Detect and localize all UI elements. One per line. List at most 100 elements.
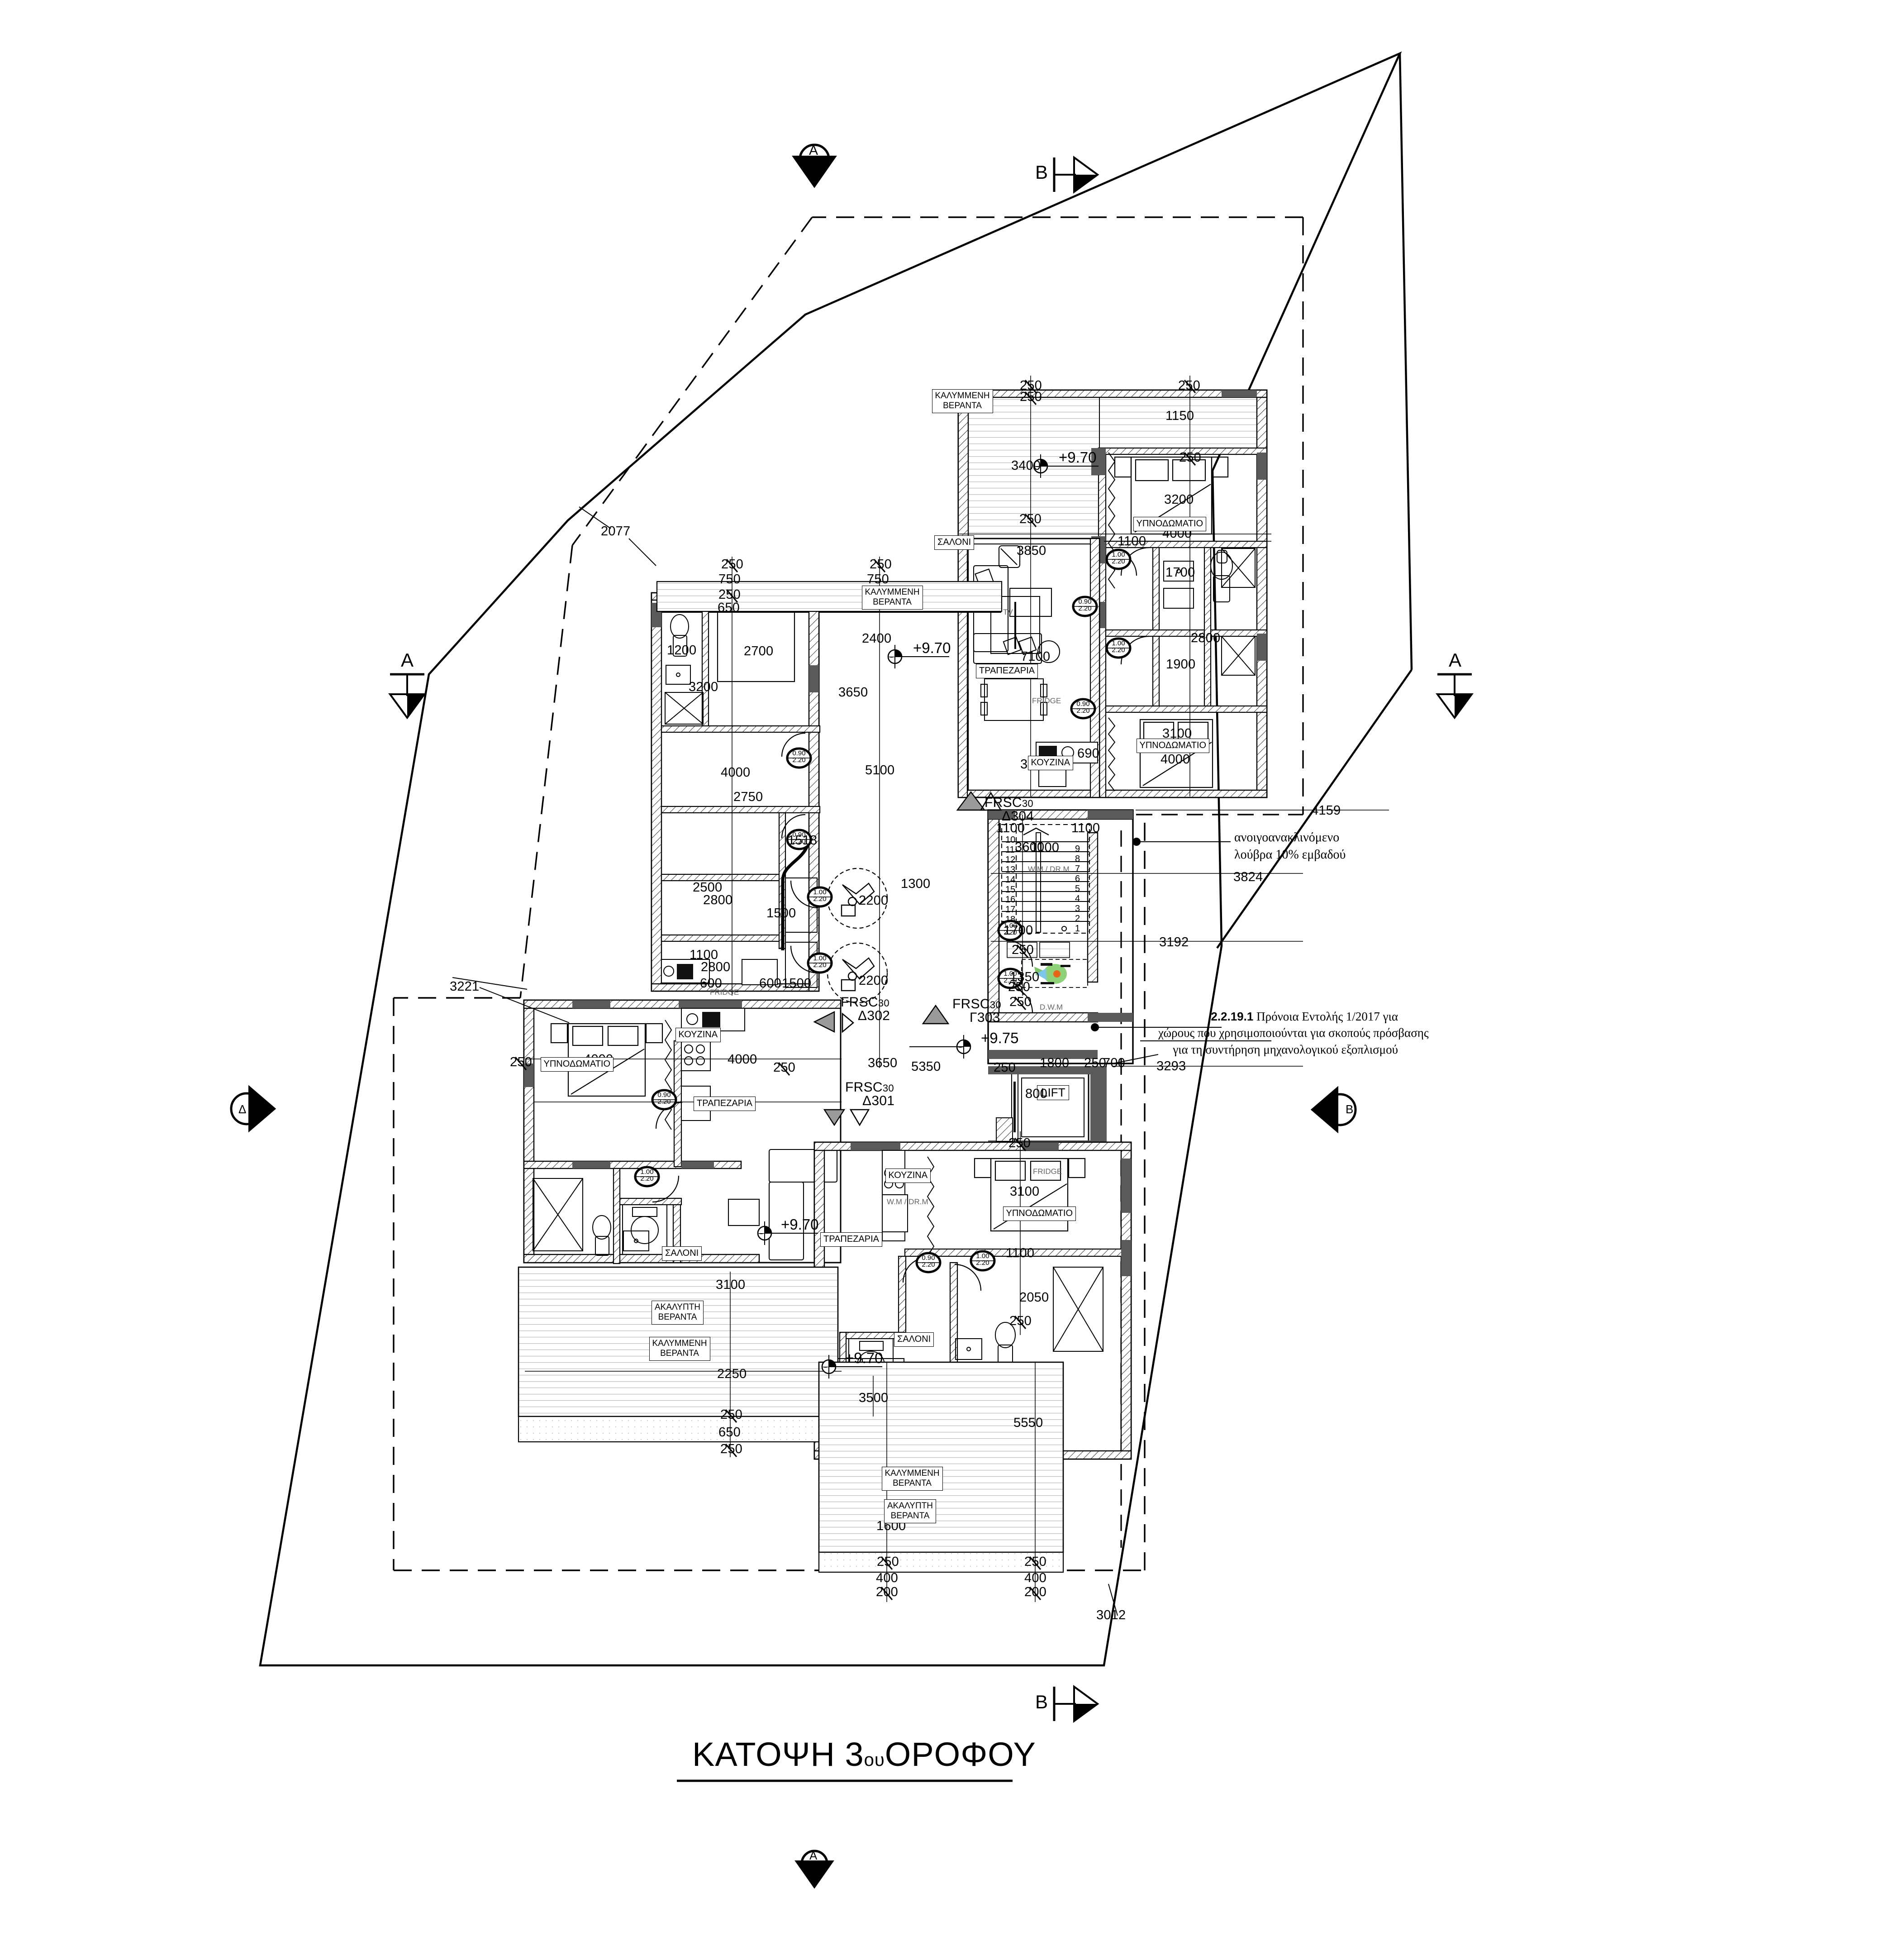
dimension-text: 4000 [721,765,751,780]
door-height: 2.20 [813,895,827,903]
room-label-line2: ΒΕΡΑΝΤΑ [943,401,982,410]
dimension-text: 250 [510,1055,532,1069]
stair-tread-number: 16 [1005,895,1016,905]
room-label-line1: ΑΚΑΛΥΠΤΗ [887,1501,933,1511]
frsc-code: Δ304 [1002,809,1034,824]
wardrobe-ne2 [1108,717,1116,792]
dimension-text: 2250 [717,1367,747,1381]
dimension-text: 250 [1009,1314,1032,1328]
dimension-text: 400 [1024,1571,1046,1585]
room-label-saloni-3: ΣΑΛΟΝΙ [894,1332,934,1347]
provision-note-line3: για τη συντήρηση μηχανολογικού εξοπλισμο… [1173,1042,1398,1056]
door-height: 2.20 [1112,558,1125,565]
room-label-line1: ΚΑΛΥΜΜΕΝΗ [652,1339,707,1348]
dimension-text: 3650 [838,685,868,700]
frsc-rating: FRSC30 [985,796,1034,810]
dimension-text: 650 [718,1425,741,1440]
dimension-text: 200 [876,1585,898,1599]
dimension-text: 250 [1020,390,1042,404]
appliance-label: W.M / DR.M [887,1197,928,1206]
level-marker-text: +9.70 [913,639,951,656]
stair-tread-number: 13 [1005,865,1016,875]
dimension-text: 1200 [667,643,697,658]
room-label-line1: ΥΠΝΟΔΩΜΑΤΙΟ [1136,519,1203,529]
stair-tread-number: 5 [1075,884,1080,894]
dimension-text: 4000 [728,1052,757,1067]
stair-tread-number: 11 [1005,845,1015,855]
room-label-kouzina-3: ΚΟΥΖΙΝΑ [885,1168,931,1183]
appliance-label: W.M / DR.M [1028,865,1070,873]
frsc-code: Γ303 [970,1010,1000,1025]
room-label-saloni-1: ΣΑΛΟΝΙ [934,535,975,550]
dimension-text: 1100 [1006,1246,1035,1260]
dimension-text: 5100 [865,763,895,777]
door-width: 1.00 [1112,639,1125,647]
dimension-text: 1300 [901,877,931,891]
room-label-line1: ΚΑΛΥΜΜΕΝΗ [935,391,990,401]
room-label-line1: ΥΠΝΟΔΩΜΑΤΙΟ [1006,1208,1073,1218]
stair-tread-number: 15 [1005,885,1016,895]
dimension-text: 5550 [1013,1416,1043,1430]
stair-tread-number: 6 [1075,874,1080,884]
stair-tread-number: 14 [1005,875,1016,885]
door-width: 0.90 [657,1091,671,1099]
door-width: 1.00 [813,888,827,896]
dimension-text: 1800 [1040,1056,1070,1070]
door-height: 2.20 [1004,977,1017,984]
stair-tread-number: 1 [1075,924,1080,934]
frsc-rating-text: FRSC [841,995,878,1010]
frsc-rating-sub: 30 [878,997,889,1009]
frsc-rating-text: FRSC [985,795,1022,810]
room-label-ypnodomatio-3: ΥΠΝΟΔΩΜΑΤΙΟ [540,1057,614,1072]
dimension-text: 650 [718,601,740,615]
dimension-text: 3100 [716,1278,746,1292]
room-label-line2: ΒΕΡΑΝΤΑ [893,1478,932,1488]
dimension-text: 3293 [1156,1059,1186,1073]
wardrobe-sw [664,1020,672,1130]
dimension-text: 250 [994,1060,1016,1075]
room-label-line1: ΚΟΥΖΙΝΑ [1031,758,1070,768]
room-label-line1: ΤΡΑΠΕΖΑΡΙΑ [697,1098,752,1108]
section-marker-a-left [388,673,426,720]
dimension-text: 1500 [782,976,812,991]
dimension-text: 1100 [1118,534,1146,548]
dimension-text: 1700 [1004,923,1033,938]
frsc-rating: FRSC30 [845,1081,894,1094]
stair-tread-number: 17 [1005,905,1016,915]
section-marker-b-bottom [1053,1685,1099,1723]
room-label-line1: ΚΟΥΖΙΝΑ [678,1030,718,1040]
dimension-text: 3824 [1233,870,1263,884]
elevation-letter-left: Δ [238,1102,247,1116]
north-letter-bottom: A [809,1849,818,1862]
room-label-line1: ΣΑΛΟΝΙ [937,537,971,547]
room-label-line1: ΣΑΛΟΝΙ [897,1334,931,1344]
dimension-text: 1150 [1165,409,1194,423]
stair-tread-number: 12 [1005,855,1016,865]
dimension-text: 2050 [1019,1290,1049,1305]
page-title: ΚΑΤΟΨΗ 3ουΟΡΟΦΟΥ [692,1736,1036,1773]
north-arrow-bottom [794,1850,834,1889]
door-height: 2.20 [657,1098,671,1106]
dimension-text: 250 [1012,943,1034,957]
dimension-text: 2800 [1191,631,1221,645]
room-label-line1: ΑΚΑΛΥΠΤΗ [655,1302,701,1312]
dimension-text: 1518 [788,833,818,848]
kitchen-se [882,1150,908,1241]
stair-tread-number: 2 [1075,914,1080,924]
dimension-text: 1100 [1031,840,1060,855]
north-arrow-top [792,143,837,188]
dimension-text: 3500 [859,1391,889,1405]
dimension-text: 250 [720,1442,742,1456]
door-width: 0.90 [1078,598,1092,606]
door-height: 2.20 [813,961,827,969]
